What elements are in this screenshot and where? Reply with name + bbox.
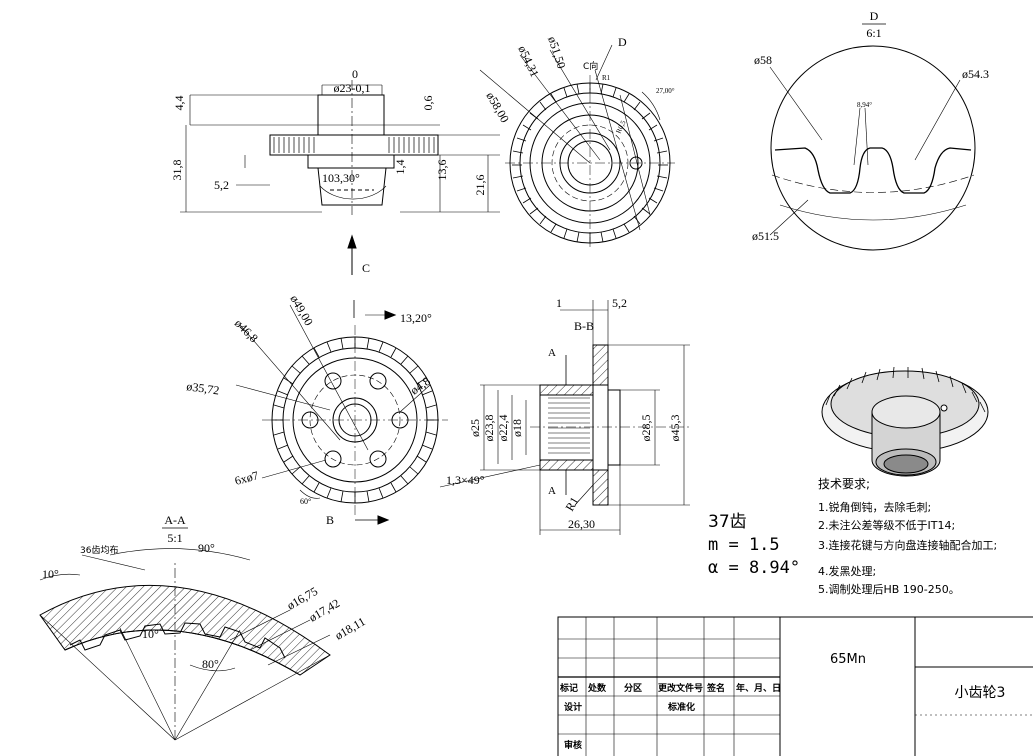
- spec-module: m = 1.5: [708, 535, 780, 555]
- aa-dim-d4: 10°: [142, 627, 159, 641]
- face-dim-d1: ø49,00: [287, 293, 316, 329]
- section-aa-view: [39, 548, 331, 741]
- front-gear-teeth: [273, 137, 435, 153]
- aa-dim-d2: 90°: [198, 541, 215, 555]
- top-dim-d7: R1: [602, 74, 611, 82]
- tb-part-name: 小齿轮3: [955, 685, 1006, 701]
- face-dim-d8: B: [326, 513, 334, 527]
- aa-title-top: A-A: [164, 513, 186, 527]
- bb-dim-d3: A: [548, 347, 556, 359]
- tb-design-label: 设计: [564, 701, 582, 713]
- front-dim-d3: 0,6: [421, 96, 435, 111]
- front-dim-d6: 103,30°: [322, 171, 360, 185]
- bb-title: B-B: [574, 319, 594, 333]
- bb-dim-d5: ø23,8: [482, 415, 496, 442]
- top-dim-d6: 27,00°: [656, 87, 675, 95]
- tb-header-2: 处数: [587, 682, 607, 694]
- top-circle-view: [479, 44, 675, 250]
- top-hole: [629, 156, 643, 170]
- face-hole-5: [324, 372, 342, 390]
- bb-dim-d13: 26,30: [568, 517, 595, 531]
- face-hole-2: [369, 450, 387, 468]
- tb-header-1: 标记: [559, 682, 578, 694]
- face-dim-d7: 60°: [300, 497, 311, 506]
- detail-d-title-top: D: [870, 9, 879, 23]
- bb-dim-d10: 1,3×49°: [446, 473, 485, 487]
- iso-teeth: [825, 366, 986, 413]
- tb-standard-label: 标准化: [667, 701, 695, 713]
- face-dim-d4: ø35,72: [186, 379, 221, 397]
- iso-gear-render: [821, 366, 989, 477]
- tech-req-title: 技术要求;: [818, 477, 870, 491]
- front-dim-d4: 31,8: [170, 160, 184, 181]
- top-dim-d1: ø58,00: [483, 90, 512, 126]
- tech-req-item-1: 1.锐角倒钝，去除毛刺;: [818, 500, 931, 514]
- detail-d-dim-d4: ø51.5: [752, 229, 779, 243]
- spec-angle: α = 8.94°: [708, 558, 800, 578]
- tb-header-5: 签名: [706, 682, 725, 694]
- top-dim-d5: D: [618, 35, 627, 49]
- title-block: [557, 616, 1033, 756]
- spec-teeth: 37齿: [708, 512, 747, 532]
- front-dim-d2: 4,4: [172, 96, 186, 111]
- bb-dim-d8: ø28,5: [639, 415, 653, 442]
- tb-header-4: 更改文件号: [658, 682, 703, 694]
- aa-dim-d8: 80°: [202, 657, 219, 671]
- tech-req-item-3: 3.连接花键与方向盘连接轴配合加工;: [818, 538, 997, 552]
- tech-req-item-2: 2.未注公差等级不低于IT14;: [818, 518, 955, 532]
- section-bb-spline-lines: [548, 397, 590, 454]
- front-dim-d7: 1,4: [393, 160, 407, 175]
- top-dim-d2: ø54,31: [515, 43, 542, 79]
- front-view: [180, 80, 500, 275]
- front-dim-d1: ø23-0,1: [334, 81, 371, 95]
- tb-material: 65Mn: [830, 652, 866, 667]
- tb-header-3: 分区: [624, 682, 642, 694]
- bb-dim-d6: ø22,4: [496, 415, 510, 442]
- face-hole-3: [324, 450, 342, 468]
- bb-dim-d2: 5,2: [612, 296, 627, 310]
- bb-dim-d7: ø18: [510, 419, 524, 437]
- detail-d-dim-d2: ø54.3: [962, 67, 989, 81]
- aa-inner-teeth: [69, 622, 286, 659]
- top-dim-d4: C向: [583, 60, 598, 72]
- aa-title-bottom: 5:1: [167, 531, 182, 545]
- aa-dim-d3: 10°: [42, 567, 59, 581]
- aa-dim-d1: 36齿均布: [80, 544, 118, 556]
- front-view-arrow-label: C: [362, 261, 370, 275]
- detail-d-boundary: [770, 45, 976, 251]
- section-bb-view: [439, 300, 690, 535]
- gear-face-view: [235, 300, 448, 525]
- top-dim-d8: R0,5: [615, 119, 628, 135]
- front-dim-d9: 21,6: [473, 175, 487, 196]
- detail-d-title-bottom: 6:1: [866, 26, 881, 40]
- face-dim-d6: 6xø7: [233, 468, 260, 488]
- tech-req-item-4: 4.发黑处理;: [818, 564, 876, 578]
- bb-dim-d12: R1: [562, 494, 581, 513]
- detail-d-dim-d3: 8,94°: [857, 101, 872, 109]
- face-hole-6: [369, 372, 387, 390]
- face-dim-d2: ø46,8: [232, 316, 261, 345]
- tb-header-6: 年、月、日: [736, 682, 781, 694]
- tech-req-item-5: 5.调制处理后HB 190-250。: [818, 583, 960, 596]
- bb-dim-d4: ø25: [468, 419, 482, 437]
- bb-dim-d11: A: [548, 485, 556, 497]
- aa-dim-d7: ø18,11: [333, 614, 368, 642]
- top-dim-d3: ø51,50: [545, 35, 569, 71]
- detail-d-dim-d1: ø58: [754, 53, 772, 67]
- bb-dim-d9: ø45,3: [668, 415, 682, 442]
- detail-d-tooth-profile: [774, 147, 972, 194]
- face-dim-d3: 13,20°: [400, 311, 432, 325]
- tb-review-label: 审核: [564, 739, 582, 751]
- front-dim-d8: 13,6: [435, 160, 449, 181]
- bb-dim-d1: 1: [556, 296, 562, 310]
- front-top-label: 0: [352, 67, 358, 81]
- front-dim-d5: 5,2: [214, 178, 229, 192]
- detail-d-view: [769, 23, 976, 251]
